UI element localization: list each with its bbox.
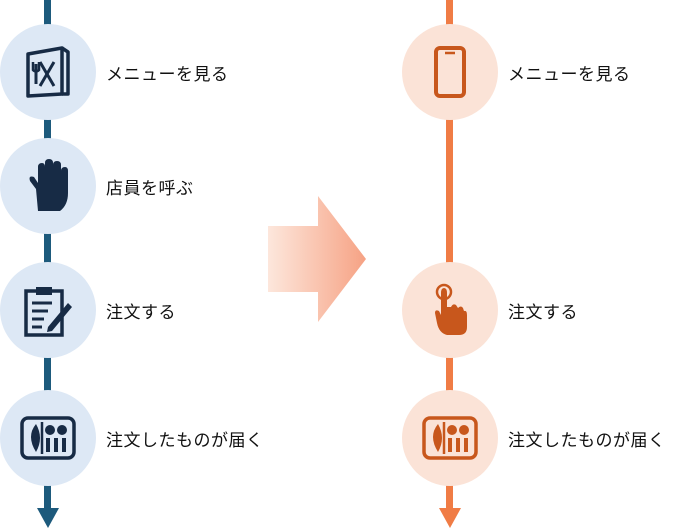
before-flow-line bbox=[44, 0, 51, 512]
before-step-2-circle bbox=[0, 138, 96, 234]
after-step-2-label: 注文する bbox=[508, 302, 578, 323]
after-flow-arrowhead bbox=[439, 508, 461, 528]
after-step-3-label: 注文したものが届く bbox=[508, 430, 666, 451]
menu-book-icon bbox=[26, 46, 70, 98]
before-step-2-label: 店員を呼ぶ bbox=[106, 178, 194, 199]
before-step-4-label: 注文したものが届く bbox=[106, 430, 264, 451]
after-step-3: 注文したものが届く bbox=[402, 390, 666, 486]
before-flow-arrowhead bbox=[37, 508, 59, 528]
after-step-1-circle bbox=[402, 24, 498, 120]
after-step-1: メニューを見る bbox=[402, 24, 631, 120]
meal-tray-icon bbox=[422, 416, 478, 460]
before-step-4-circle bbox=[0, 390, 96, 486]
before-step-3-circle bbox=[0, 262, 96, 358]
right-arrow-icon bbox=[268, 196, 366, 322]
before-step-3-label: 注文する bbox=[106, 302, 176, 323]
before-step-2: 店員を呼ぶ bbox=[0, 138, 194, 234]
after-flow-line bbox=[446, 0, 453, 512]
after-step-3-circle bbox=[402, 390, 498, 486]
before-step-1-circle bbox=[0, 24, 96, 120]
smartphone-icon bbox=[434, 46, 466, 98]
after-step-2-circle bbox=[402, 262, 498, 358]
meal-tray-icon bbox=[20, 416, 76, 460]
clipboard-pen-icon bbox=[24, 287, 72, 337]
before-step-3: 注文する bbox=[0, 262, 176, 358]
raised-hand-icon bbox=[29, 159, 68, 211]
before-step-4: 注文したものが届く bbox=[0, 390, 264, 486]
after-step-1-label: メニューを見る bbox=[508, 64, 631, 85]
before-step-1-label: メニューを見る bbox=[106, 64, 229, 85]
after-step-2: 注文する bbox=[402, 262, 578, 358]
before-step-1: メニューを見る bbox=[0, 24, 229, 120]
tap-finger-icon bbox=[435, 283, 467, 335]
